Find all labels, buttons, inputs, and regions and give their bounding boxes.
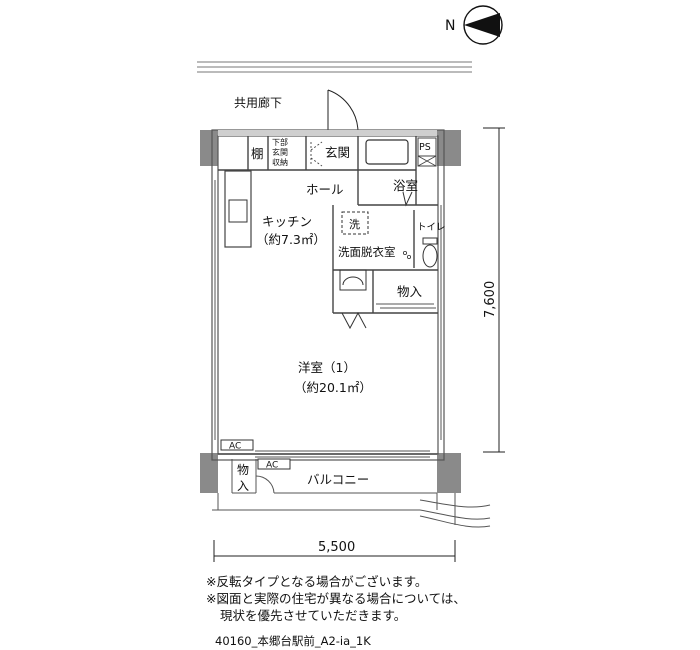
- entrance-label: 玄関: [325, 145, 350, 160]
- top-wall: [218, 130, 437, 136]
- bath-label: 浴室: [393, 178, 418, 193]
- column-bottom-left: [200, 453, 218, 493]
- washroom-door: [341, 311, 367, 330]
- plan-code: 40160_本郷台駅前_A2-ia_1K: [215, 634, 371, 648]
- compass-north-label: N: [445, 18, 455, 34]
- balcony-label: バルコニー: [307, 472, 369, 487]
- pipe-space: [417, 137, 437, 167]
- entrance-storage-label-3: 収納: [272, 157, 288, 167]
- balcony-storage-label-1: 物: [237, 463, 249, 477]
- western-room-area-label: （約20.1㎡）: [294, 380, 372, 395]
- toilet-label: トイレ: [417, 222, 446, 233]
- ac-unit-outer: [257, 458, 291, 470]
- western-room-label: 洋室（1）: [298, 360, 356, 375]
- dimension-depth-line: [483, 127, 505, 453]
- ps-label: PS: [419, 142, 431, 153]
- kitchen-label: キッチン: [262, 214, 312, 229]
- washer-label: 洗: [349, 218, 360, 231]
- wash-basin-icon: [339, 269, 367, 291]
- ac-outer-label: AC: [266, 461, 278, 471]
- column-bottom-right: [437, 453, 461, 493]
- shelf-label: 棚: [251, 146, 264, 161]
- depth-dimension: 7,600: [483, 281, 498, 318]
- washroom-label: 洗面脱衣室: [338, 245, 396, 259]
- column-top-left: [200, 130, 218, 166]
- kitchen-area-label: （約7.3㎡）: [256, 232, 326, 247]
- ac-unit-inner: [220, 439, 254, 451]
- closet-label: 物入: [397, 284, 423, 299]
- windows: [214, 180, 442, 458]
- balcony-storage-label-2: 入: [237, 479, 249, 493]
- sink-icon: [228, 199, 248, 223]
- column-top-right: [437, 130, 461, 166]
- width-dimension: 5,500: [318, 540, 355, 555]
- hall-label: ホール: [306, 182, 344, 197]
- entrance-storage-label-1: 下部: [272, 137, 288, 147]
- balcony-outline: [212, 459, 491, 528]
- compass: N: [445, 5, 503, 45]
- ac-inner-label: AC: [229, 442, 241, 452]
- note-difference: ※図面と実際の住宅が異なる場合については、: [206, 591, 466, 606]
- note-priority: 現状を優先させていただきます。: [220, 608, 407, 623]
- entrance-step: [310, 141, 323, 167]
- note-reversal: ※反転タイプとなる場合がございます。: [206, 574, 428, 589]
- notes: ※反転タイプとなる場合がございます。 ※図面と実際の住宅が異なる場合については、…: [206, 573, 466, 624]
- entrance-door: [327, 89, 359, 134]
- compass-arrow-icon: [464, 13, 500, 37]
- toilet-icon: [402, 237, 438, 268]
- corridor-lines: [197, 61, 472, 73]
- corridor-label: 共用廊下: [234, 95, 282, 110]
- partitions: [218, 136, 438, 455]
- bath-door-icon: [402, 191, 413, 207]
- bathtub-icon: [365, 139, 409, 165]
- dimension-width-line: [213, 540, 456, 562]
- entrance-storage-label-2: 玄関: [272, 147, 288, 157]
- washer-pan-icon: [341, 211, 369, 235]
